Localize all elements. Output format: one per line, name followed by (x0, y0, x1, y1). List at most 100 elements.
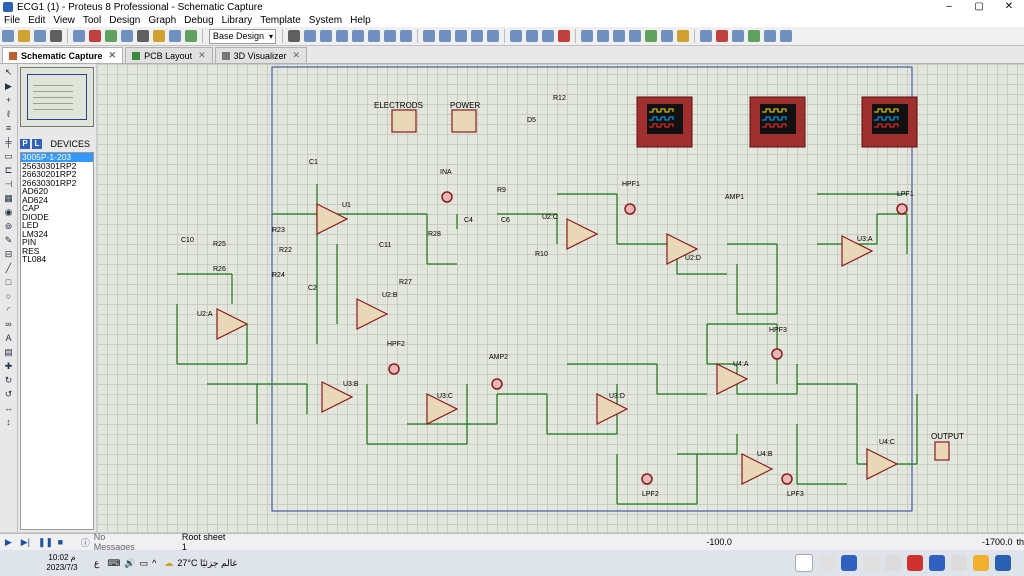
electrical-rule-check-icon[interactable] (764, 30, 776, 42)
block-rotate-icon[interactable] (542, 30, 554, 42)
close-icon[interactable]: ✕ (198, 50, 206, 60)
app-icon[interactable] (951, 555, 967, 571)
text-icon[interactable]: A (5, 333, 12, 343)
menu-library[interactable]: Library (221, 15, 253, 26)
undo-icon[interactable] (423, 30, 435, 42)
zoom-in-icon[interactable] (352, 30, 364, 42)
device-item[interactable]: 26630301RP2 (22, 177, 77, 188)
rotate-cw-icon[interactable]: ↻ (4, 375, 13, 385)
overview-window[interactable] (20, 67, 94, 127)
device-item[interactable]: CAP (22, 203, 40, 213)
menu-tool[interactable]: Tool (82, 15, 102, 26)
remove-sheet-icon[interactable] (716, 30, 728, 42)
tab-3d-visualizer[interactable]: 3D Visualizer✕ (214, 47, 308, 63)
close-button[interactable]: ✕ (1004, 1, 1014, 12)
menu-design[interactable]: Design (109, 15, 141, 26)
grid-icon[interactable] (304, 30, 316, 42)
proteus-icon[interactable] (841, 555, 857, 571)
minimize-button[interactable]: – (946, 1, 952, 12)
property-tool-icon[interactable] (677, 30, 689, 42)
instrument-icon[interactable]: ⊟ (4, 249, 13, 259)
new-sheet-icon[interactable] (700, 30, 712, 42)
device-item[interactable]: AD620 (22, 186, 48, 196)
schematic-canvas[interactable]: ELECTRODS POWER INA HPF1 AMP1 LPF1 HPF2 … (97, 64, 1024, 532)
redo-icon[interactable] (439, 30, 451, 42)
library-manager-button[interactable]: L (32, 139, 42, 149)
copy-icon[interactable] (471, 30, 483, 42)
3d-icon[interactable] (121, 30, 133, 42)
zoom-out-icon[interactable] (368, 30, 380, 42)
subcircuit-icon[interactable]: ▭ (4, 151, 13, 161)
device-item[interactable]: 3005P-1-203 (21, 153, 93, 162)
new-file-icon[interactable] (2, 30, 14, 42)
arc-icon[interactable]: ◜ (6, 305, 11, 315)
rotate-ccw-icon[interactable]: ↺ (4, 389, 13, 399)
circle-icon[interactable]: ○ (5, 291, 12, 301)
pick-device-icon[interactable] (581, 30, 593, 42)
line-icon[interactable]: ╱ (5, 263, 12, 273)
close-icon[interactable]: ✕ (108, 50, 117, 60)
junction-dot-icon[interactable]: + (5, 95, 12, 105)
messages-status[interactable]: No Messages (93, 532, 135, 552)
menu-view[interactable]: View (53, 15, 75, 26)
menu-help[interactable]: Help (350, 15, 371, 26)
edge-icon[interactable] (795, 554, 813, 572)
recorder-icon[interactable]: ◉ (4, 207, 13, 217)
exit-to-parent-icon[interactable] (732, 30, 744, 42)
device-pins-icon[interactable]: ⊣ (4, 179, 13, 189)
search-tag-icon[interactable] (661, 30, 673, 42)
terminals-icon[interactable]: ⊏ (4, 165, 13, 175)
generator-icon[interactable]: ⊚ (4, 221, 13, 231)
pcb-icon[interactable] (105, 30, 117, 42)
origin-icon[interactable] (320, 30, 332, 42)
file-explorer-icon[interactable] (973, 555, 989, 571)
language-indicator[interactable]: ع (94, 557, 100, 568)
pick-devices-button[interactable]: P (20, 139, 30, 149)
menu-file[interactable]: File (4, 15, 21, 26)
symbol-icon[interactable]: ▤ (4, 347, 13, 357)
block-delete-icon[interactable] (558, 30, 570, 42)
menu-template[interactable]: Template (260, 15, 301, 26)
cut-icon[interactable] (455, 30, 467, 42)
device-item[interactable]: 26630201RP2 (22, 169, 77, 179)
word-icon[interactable] (929, 555, 945, 571)
app-icon[interactable] (819, 555, 835, 571)
design-variant-select[interactable]: Base Design▾ (209, 28, 276, 44)
wire-autorouter-icon[interactable] (645, 30, 657, 42)
device-item[interactable]: RES (22, 245, 40, 256)
packaging-icon[interactable] (613, 30, 625, 42)
mirror-x-icon[interactable]: ↔ (4, 403, 13, 413)
marker-icon[interactable]: ✚ (4, 361, 13, 371)
device-item[interactable]: PIN (22, 237, 37, 247)
graph-icon[interactable]: ▦ (4, 193, 13, 203)
zoom-all-icon[interactable] (384, 30, 396, 42)
buses-icon[interactable]: ╪ (5, 137, 12, 147)
app-icon[interactable] (863, 555, 879, 571)
start-icon[interactable] (995, 555, 1011, 571)
bom-icon[interactable] (153, 30, 165, 42)
open-folder-icon[interactable] (18, 30, 30, 42)
menu-debug[interactable]: Debug (184, 15, 214, 26)
tab-schematic-capture[interactable]: Schematic Capture✕ (2, 47, 124, 63)
wire-label-icon[interactable]: ℓ (7, 109, 10, 119)
device-item[interactable]: LM324 (22, 228, 48, 239)
stop-icon[interactable]: ■ (57, 537, 64, 547)
make-device-icon[interactable] (597, 30, 609, 42)
probe-icon[interactable]: ✎ (4, 235, 13, 245)
close-icon[interactable]: ✕ (292, 50, 301, 60)
home-icon[interactable] (73, 30, 85, 42)
close-project-icon[interactable] (50, 30, 62, 42)
file-explorer-icon[interactable] (885, 555, 901, 571)
maximize-button[interactable]: ▢ (974, 1, 984, 12)
text-script-icon[interactable]: ≡ (5, 123, 12, 133)
device-item[interactable]: DIODE (22, 211, 49, 222)
refresh-icon[interactable] (288, 30, 300, 42)
chevron-up-icon[interactable]: ^ (152, 558, 157, 568)
device-item[interactable]: TL084 (22, 254, 47, 264)
block-move-icon[interactable] (526, 30, 538, 42)
menu-system[interactable]: System (308, 15, 343, 26)
mirror-y-icon[interactable]: ↕ (6, 417, 11, 427)
zoom-area-icon[interactable] (400, 30, 412, 42)
selection-mode-icon[interactable]: ↖ (4, 67, 13, 77)
keyboard-icon[interactable]: ⌨ (107, 557, 121, 568)
